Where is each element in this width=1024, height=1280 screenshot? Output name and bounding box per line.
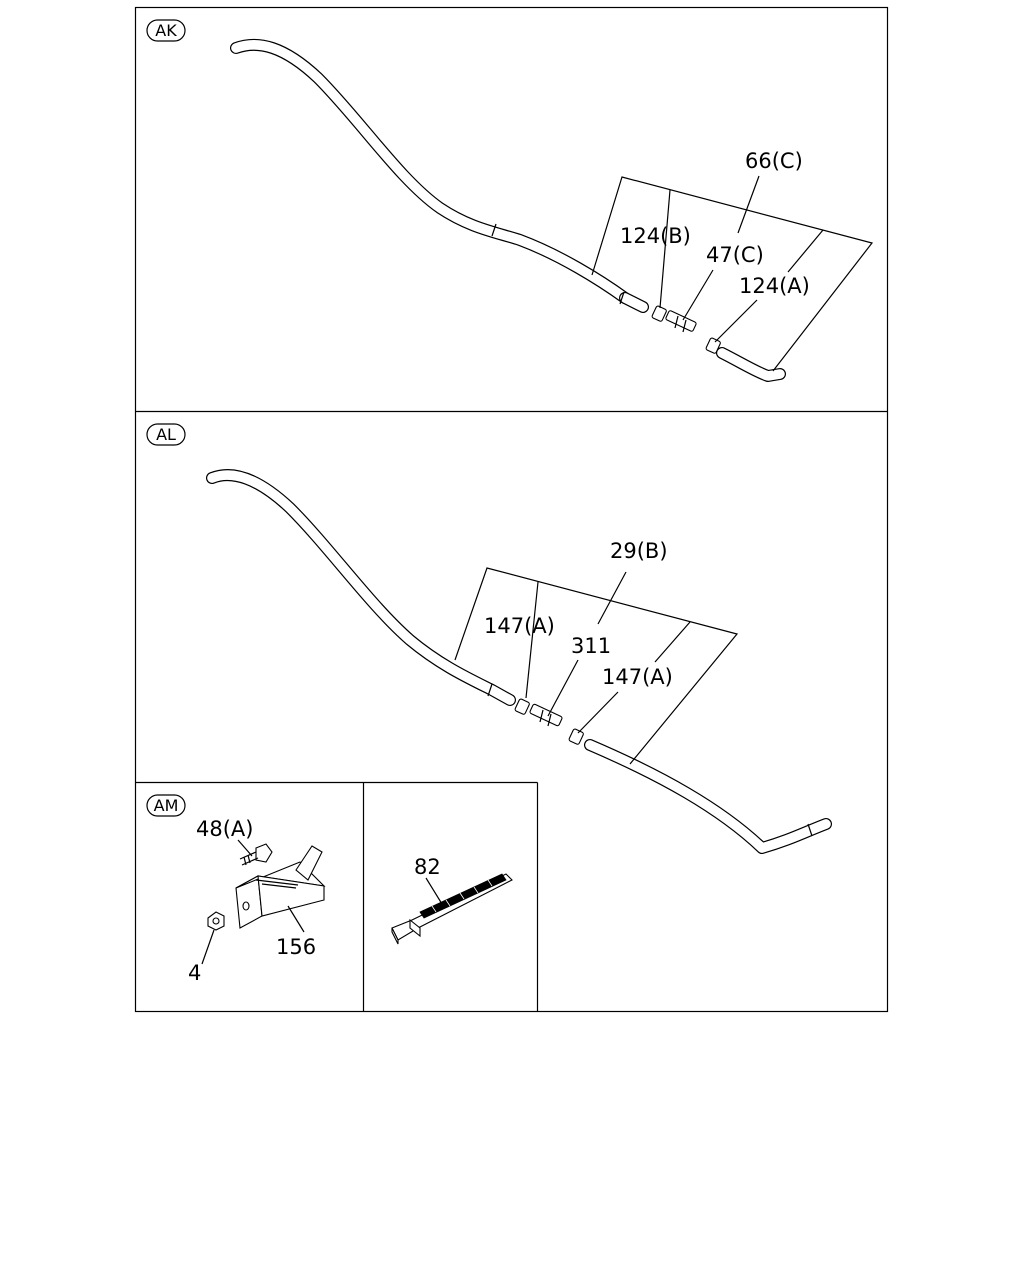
callout-29b: 29(B): [610, 539, 668, 563]
leader-lines-ak: [591, 175, 874, 372]
hose-ak-short: [716, 347, 786, 382]
panel-tag-am: AM: [146, 794, 186, 817]
panel-am: AM 48(A) 156: [146, 794, 326, 985]
fittings-ak: [651, 305, 721, 354]
callout-66c: 66(C): [745, 149, 803, 173]
callout-147a-first: 147(A): [484, 614, 555, 638]
callout-147a-second: 147(A): [602, 665, 673, 689]
svg-text:AM: AM: [154, 796, 179, 815]
callout-48a: 48(A): [196, 817, 253, 841]
fittings-al: [514, 698, 584, 745]
nut-part: [207, 911, 225, 931]
hose-al-long: [206, 469, 516, 706]
callouts-al: 29(B) 147(A) 311 147(A): [484, 539, 673, 689]
leader-line-82: [425, 877, 443, 905]
panel-cable-tie: 82: [391, 855, 513, 945]
callouts-ak: 66(C) 124(B) 47(C) 124(A): [620, 149, 810, 298]
bolt-part: [239, 843, 273, 866]
callout-82: 82: [414, 855, 441, 879]
callout-124b: 124(B): [620, 224, 691, 248]
panel-al: AL 29(B) 147(A: [146, 423, 832, 854]
callout-47c: 47(C): [706, 243, 764, 267]
diagram-frames: [134, 6, 889, 1013]
panel-tag-al: AL: [146, 423, 186, 446]
svg-text:AL: AL: [156, 425, 176, 444]
leader-lines-al: [454, 567, 739, 765]
panel-tag-ak: AK: [146, 19, 186, 42]
callout-124a: 124(A): [739, 274, 810, 298]
svg-text:AK: AK: [155, 21, 177, 40]
callout-311: 311: [571, 634, 611, 658]
panel-ak: AK 66(: [146, 19, 874, 382]
callout-4: 4: [188, 961, 201, 985]
hose-al-short: [584, 739, 832, 854]
leader-lines-am: [201, 839, 305, 965]
bracket-part: [235, 845, 326, 929]
callout-156: 156: [276, 935, 316, 959]
hose-ak-long: [230, 38, 649, 313]
cable-tie-part: [391, 873, 513, 945]
callouts-am: 48(A) 156 4: [188, 817, 316, 985]
